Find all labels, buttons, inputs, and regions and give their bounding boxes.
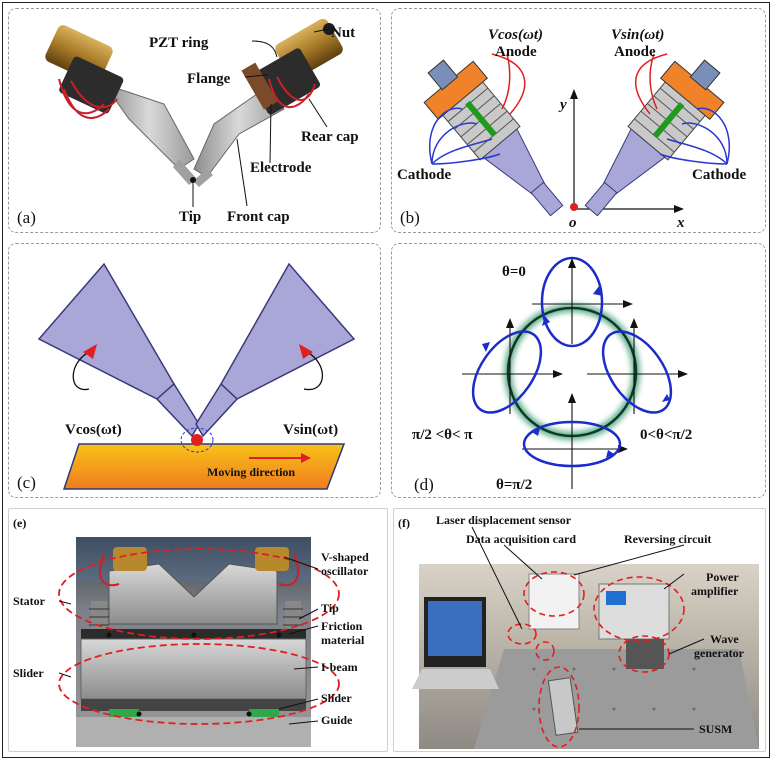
origin-label: o [569,215,577,231]
flange-label: Flange [187,71,231,87]
panel-f-label: (f) [398,516,410,530]
panel-c-right-voltage: Vsin(ωt) [283,422,338,438]
v-shaped-label-1: V-shaped [321,550,369,564]
panel-c: Vcos(ωt) Vsin(ωt) Moving direction (c) [8,243,381,498]
power-amp-label-1: Power [706,570,739,584]
panel-b-drawing: Vcos(ωt) Anode Vsin(ωt) Anode Cathode Ca… [397,27,747,231]
left-horn [37,262,175,400]
rear-cap-label: Rear cap [301,129,359,145]
v-shaped-label-2: oscillator [321,564,369,578]
panel-c-drawing: Vcos(ωt) Vsin(ωt) Moving direction (c) [17,262,356,492]
axis-y-label: y [558,97,567,113]
local-axes [462,264,682,489]
wave-gen-label-2: generator [694,646,745,660]
right-horn [220,262,356,400]
theta-right-label: 0<θ<π/2 [640,427,692,443]
electrode-label: Electrode [250,160,312,176]
panel-a-label: (a) [17,208,36,227]
tip-label: Tip [179,209,201,225]
guide-label: Guide [321,713,353,727]
elliptical-orbits [471,256,673,468]
panel-f: Laser displacement sensor Data acquisiti… [393,508,766,752]
v-oscillator-photo [108,563,278,625]
axis-x-label: x [676,215,685,231]
pzt-ring-label: PZT ring [149,35,209,51]
left-voltage-label: Vcos(ωt) [488,27,543,43]
laser-sensor-label: Laser displacement sensor [436,513,572,527]
panel-d-drawing: θ=0 π/2 <θ< π 0<θ<π/2 θ=π/2 (d) [412,256,692,494]
slider-left-label: Slider [13,666,44,680]
left-transducer-diagram [423,59,564,217]
theta-left-label: π/2 <θ< π [412,427,473,443]
left-cathode-label: Cathode [397,167,452,183]
panel-e-label: (e) [13,516,26,530]
theta-top-label: θ=0 [502,264,526,280]
theta-bottom-label: θ=π/2 [496,477,532,493]
nut-label: Nut [331,25,355,41]
panel-d-label: (d) [414,475,434,494]
daq-label: Data acquisition card [466,532,576,546]
panel-a-drawing: PZT ring Nut Flange Rear cap Electrode T… [17,18,359,227]
panel-b: Vcos(ωt) Anode Vsin(ωt) Anode Cathode Ca… [391,8,766,233]
susm-label: SUSM [699,722,732,736]
friction-label-2: material [321,633,365,647]
i-beam-photo [80,638,307,700]
reversing-label: Reversing circuit [624,532,711,546]
right-cathode-label: Cathode [692,167,747,183]
panel-c-left-voltage: Vcos(ωt) [65,422,122,438]
left-transducer-photo [45,25,197,185]
panel-c-label: (c) [17,473,36,492]
power-amp-label-2: amplifier [691,584,739,598]
panel-e-drawing: Stator Slider V-shaped oscillator Tip Fr… [13,516,369,747]
i-beam-label: I-beam [321,660,358,674]
right-transducer-photo [193,18,343,187]
left-anode-label: Anode [495,44,537,60]
panel-e: Stator Slider V-shaped oscillator Tip Fr… [8,508,388,752]
right-voltage-label: Vsin(ωt) [611,27,664,43]
wave-gen-label-1: Wave [710,632,739,646]
panel-a: PZT ring Nut Flange Rear cap Electrode T… [8,8,381,233]
panel-f-drawing: Laser displacement sensor Data acquisiti… [398,513,759,749]
panel-b-label: (b) [400,208,420,227]
slider-right-label: Slider [321,691,352,705]
slider-block [62,443,346,490]
panel-a-leaders [192,28,330,207]
right-transducer-diagram [584,59,725,217]
tip-e-label: Tip [321,601,339,615]
moving-direction-label: Moving direction [207,465,295,479]
right-anode-label: Anode [614,44,656,60]
friction-label-1: Friction [321,619,363,633]
panel-d: θ=0 π/2 <θ< π 0<θ<π/2 θ=π/2 (d) [391,243,766,498]
front-cap-label: Front cap [227,209,290,225]
stator-label: Stator [13,594,46,608]
